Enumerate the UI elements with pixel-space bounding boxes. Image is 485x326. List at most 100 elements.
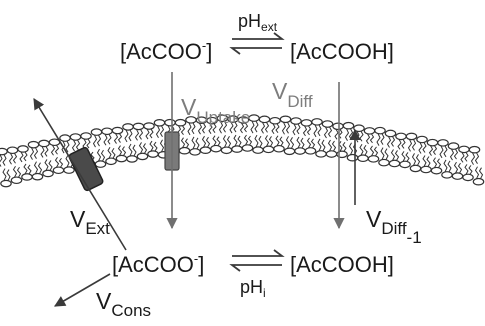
lipid-tails <box>355 130 368 156</box>
lipid-head <box>126 155 138 163</box>
lipid-head <box>472 177 485 186</box>
lipid-head <box>332 122 344 131</box>
lipid-head <box>0 147 8 156</box>
uptake-flux-label: VUptake <box>181 94 250 127</box>
lipid-head <box>42 169 54 178</box>
lipid-tails <box>460 152 473 175</box>
consumption-arrow <box>54 273 111 307</box>
lipid-tails <box>334 129 347 152</box>
lipid-head <box>21 173 33 181</box>
lipid-head <box>458 145 470 154</box>
lipid-head <box>111 126 124 135</box>
lipid-tails <box>470 152 484 179</box>
consumption-flux-label: VCons <box>96 288 151 320</box>
lipid-head <box>374 126 386 135</box>
lipid-tails <box>376 133 389 160</box>
lipid-tails <box>407 139 421 166</box>
lipid-head <box>409 164 422 173</box>
lipid-head <box>90 128 103 136</box>
lipid-head <box>304 147 317 155</box>
lipid-head <box>80 132 92 140</box>
internal-ph-label: pHi <box>240 277 266 300</box>
lipid-head <box>315 150 327 158</box>
lipid-head <box>441 171 453 179</box>
lipid-tails <box>187 122 200 150</box>
lipid-tails <box>428 145 442 168</box>
lipid-head <box>189 148 201 156</box>
lipid-tails <box>281 122 295 149</box>
lipid-tails <box>302 125 316 149</box>
lipid-tails <box>439 145 452 173</box>
reverse-diffusion-flux-label: VDiff-1 <box>366 206 422 247</box>
lipid-head <box>388 159 401 168</box>
internal-acetic-acid-label: [AcCOOH] <box>290 252 394 277</box>
lipid-tails <box>40 146 53 171</box>
lipid-tails <box>50 144 64 168</box>
lipid-head <box>430 166 443 175</box>
lipid-tails <box>145 128 158 152</box>
lipid-head <box>378 158 390 167</box>
lipid-head <box>395 132 407 141</box>
lipid-head <box>367 155 380 163</box>
lipid-head <box>17 145 29 153</box>
lipid-tails <box>218 121 232 148</box>
lipid-head <box>115 154 128 163</box>
lipid-head <box>63 166 75 174</box>
external-acetic-acid-label: [AcCOOH] <box>290 39 394 64</box>
lipid-tails <box>113 133 127 156</box>
lipid-head <box>279 115 292 124</box>
lipid-head <box>468 145 481 154</box>
lipid-tails <box>397 139 410 162</box>
lipid-head <box>206 116 218 125</box>
lipid-head <box>122 123 134 131</box>
lipid-tails <box>313 124 326 152</box>
lipid-head <box>311 118 323 126</box>
lipid-tails <box>418 142 431 167</box>
lipid-head <box>178 146 191 155</box>
lipid-head <box>273 144 285 153</box>
lipid-head <box>437 139 449 147</box>
lipid-tails <box>82 138 95 162</box>
lipid-tails <box>365 133 379 157</box>
internal-equilibrium-arrows <box>229 249 285 272</box>
lipid-head <box>94 160 107 168</box>
lipid-head <box>210 144 222 153</box>
lipid-tails <box>8 153 22 178</box>
lipid-tails <box>29 147 43 174</box>
lipid-head <box>258 115 271 124</box>
lipid-head <box>31 172 44 181</box>
lipid-head <box>241 144 254 152</box>
lipid-tails <box>103 134 116 159</box>
lipid-head <box>6 146 19 155</box>
lipid-head <box>101 127 113 136</box>
lipid-tails <box>260 122 274 147</box>
lipid-head <box>426 138 439 147</box>
lipid-head <box>164 118 176 127</box>
lipid-tails <box>92 134 106 162</box>
diffusion-flux-label: VDiff <box>272 78 313 111</box>
lipid-tails <box>449 148 463 174</box>
lipid-head <box>346 153 359 162</box>
lipid-head <box>136 152 149 161</box>
lipid-tails <box>323 126 337 152</box>
lipid-tails <box>71 139 85 165</box>
lipid-tails <box>197 122 211 148</box>
lipid-head <box>199 146 212 154</box>
lipid-head <box>174 118 187 127</box>
lipid-tails <box>292 123 305 149</box>
lipid-head <box>300 119 313 127</box>
lipid-head <box>420 165 432 174</box>
lipid-head <box>69 133 82 141</box>
lipid-tails <box>19 151 32 175</box>
lipid-tails <box>250 120 263 148</box>
export-arrow <box>33 98 127 251</box>
external-acetate-label: [AcCOO-] <box>120 38 212 64</box>
lipid-tails <box>386 136 400 161</box>
lipid-head <box>52 166 65 175</box>
lipid-head <box>342 121 355 130</box>
export-transporter <box>68 146 104 192</box>
lipid-tails <box>176 125 190 148</box>
lipid-head <box>416 135 428 144</box>
lipid-head <box>399 160 411 169</box>
